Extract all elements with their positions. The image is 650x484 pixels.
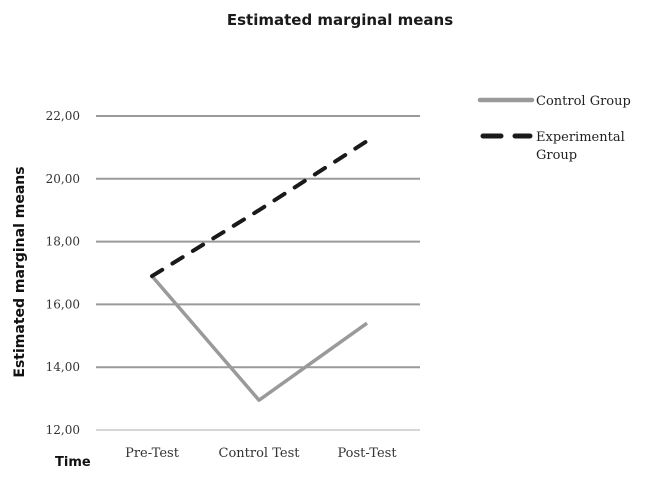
y-tick-label: 20,00 xyxy=(46,172,80,186)
control-group-line xyxy=(150,274,369,402)
x-category-label: Pre-Test xyxy=(125,446,180,461)
chart-title: Estimated marginal means xyxy=(227,11,453,29)
legend-label: Experimental xyxy=(536,130,625,145)
y-axis-ticks: 12,00 14,00 16,00 18,00 20,00 22,00 xyxy=(46,109,80,437)
legend-label: Control Group xyxy=(536,94,631,109)
y-tick-label: 14,00 xyxy=(46,360,80,374)
x-axis-categories: Pre-Test Control Test Post-Test xyxy=(125,446,397,461)
data-series xyxy=(150,139,369,402)
gridlines xyxy=(96,115,420,431)
x-category-label: Control Test xyxy=(219,446,301,461)
x-category-label: Post-Test xyxy=(337,446,397,461)
y-axis-label: Estimated marginal means xyxy=(12,166,28,377)
y-tick-label: 12,00 xyxy=(46,423,80,437)
y-tick-label: 22,00 xyxy=(46,109,80,123)
y-tick-label: 16,00 xyxy=(46,297,80,311)
experimental-group-line xyxy=(150,139,369,279)
y-tick-label: 18,00 xyxy=(46,235,80,249)
x-axis-label: Time xyxy=(55,455,91,470)
legend-label: Group xyxy=(536,148,577,163)
